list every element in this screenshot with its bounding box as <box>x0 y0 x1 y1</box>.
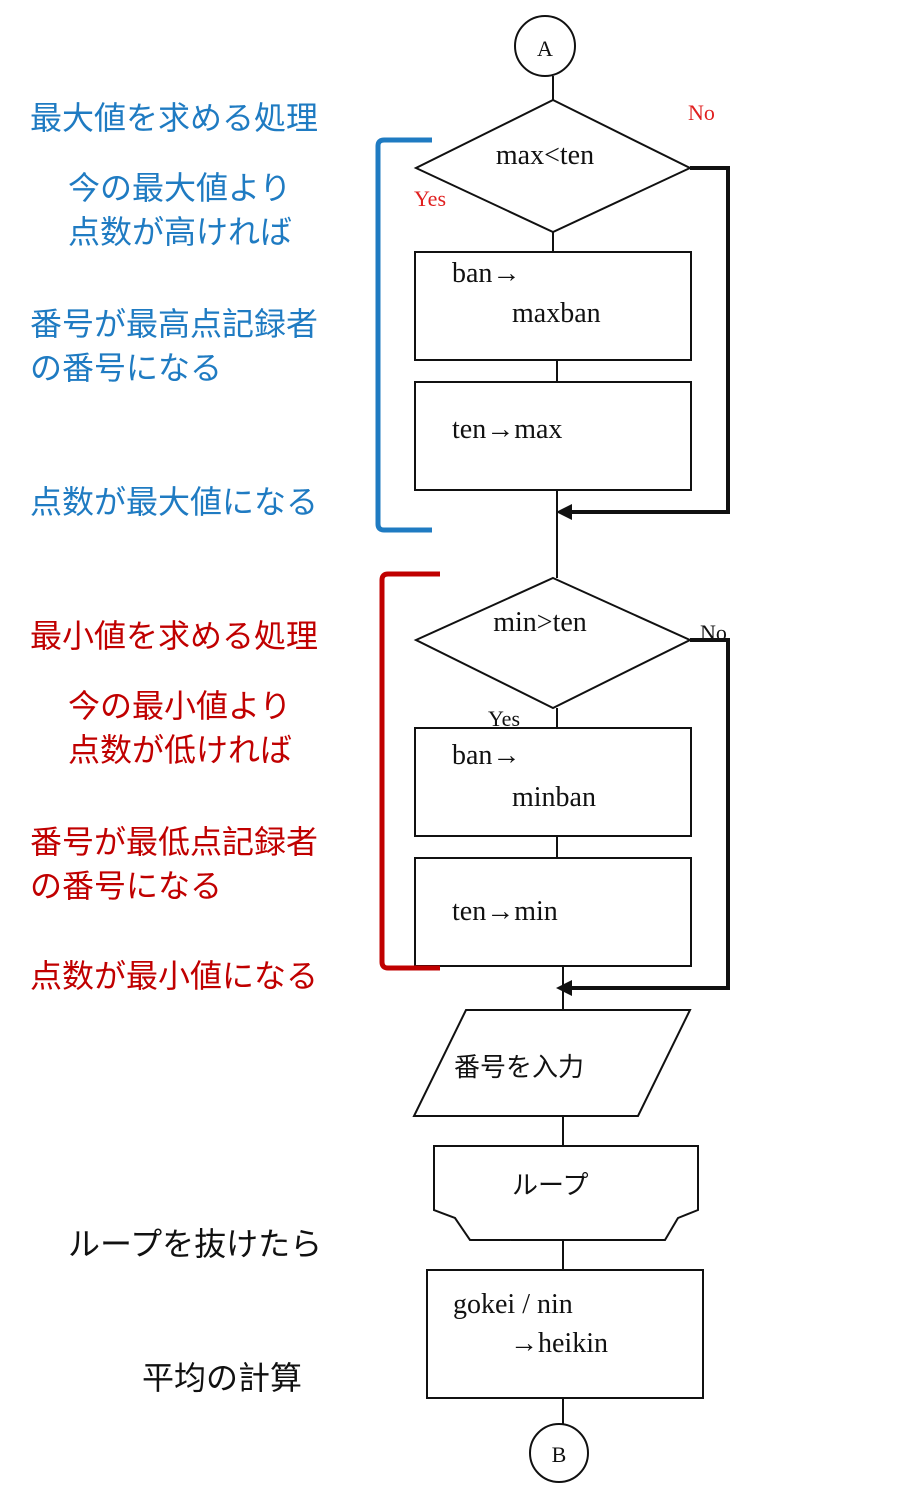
max-yes-label: Yes <box>414 186 446 211</box>
input-box <box>412 1009 692 1117</box>
minban-box <box>414 727 692 837</box>
maxban-line2: maxban <box>512 298 601 329</box>
end-connector-label: B <box>552 1442 567 1467</box>
max-ten: 点数が最大値になる <box>30 483 319 521</box>
start-connector <box>514 15 576 77</box>
max-cond-2: 点数が高ければ <box>68 213 293 251</box>
heikin-line2: →heikin <box>510 1328 608 1359</box>
maxban-line1: ban→ <box>452 258 520 289</box>
max-title: 最大値を求める処理 <box>30 99 319 137</box>
minban-line1: ban→ <box>452 740 520 771</box>
loop-end <box>433 1145 699 1241</box>
loop-end-text: ループ <box>512 1171 588 1201</box>
ten-max-text: ten→max <box>452 414 562 445</box>
max-ban-1: 番号が最高点記録者 <box>30 305 319 343</box>
min-title: 最小値を求める処理 <box>30 617 319 655</box>
heikin-box <box>426 1269 704 1399</box>
avg-note: 平均の計算 <box>142 1359 303 1397</box>
min-cond-2: 点数が低ければ <box>68 731 293 769</box>
ten-min-text: ten→min <box>452 896 558 927</box>
min-no-path <box>560 638 730 990</box>
max-ban-2: の番号になる <box>30 349 223 387</box>
ten-min-box <box>414 857 692 967</box>
min-ban-2: の番号になる <box>30 867 223 905</box>
max-cond-1: 今の最大値より <box>68 169 292 207</box>
maxban-box <box>414 251 692 361</box>
ten-max-box <box>414 381 692 491</box>
loop-exit-note: ループを抜けたら <box>68 1225 323 1263</box>
max-no-label: No <box>688 100 715 125</box>
min-decision <box>413 576 693 710</box>
heikin-line1: gokei / nin <box>453 1289 573 1320</box>
end-connector <box>529 1423 589 1483</box>
min-ten: 点数が最小値になる <box>30 957 319 995</box>
min-ban-1: 番号が最低点記録者 <box>30 823 319 861</box>
start-connector-label: A <box>537 36 553 61</box>
max-decision-text: max<ten <box>496 140 594 171</box>
min-cond-1: 今の最小値より <box>68 687 292 725</box>
minban-line2: minban <box>512 782 596 813</box>
min-bracket <box>379 571 440 971</box>
input-box-text: 番号を入力 <box>454 1053 584 1083</box>
min-yes-label: Yes <box>488 706 520 731</box>
max-bracket <box>375 137 432 533</box>
min-decision-text: min>ten <box>493 607 587 638</box>
max-no-path <box>560 166 730 514</box>
